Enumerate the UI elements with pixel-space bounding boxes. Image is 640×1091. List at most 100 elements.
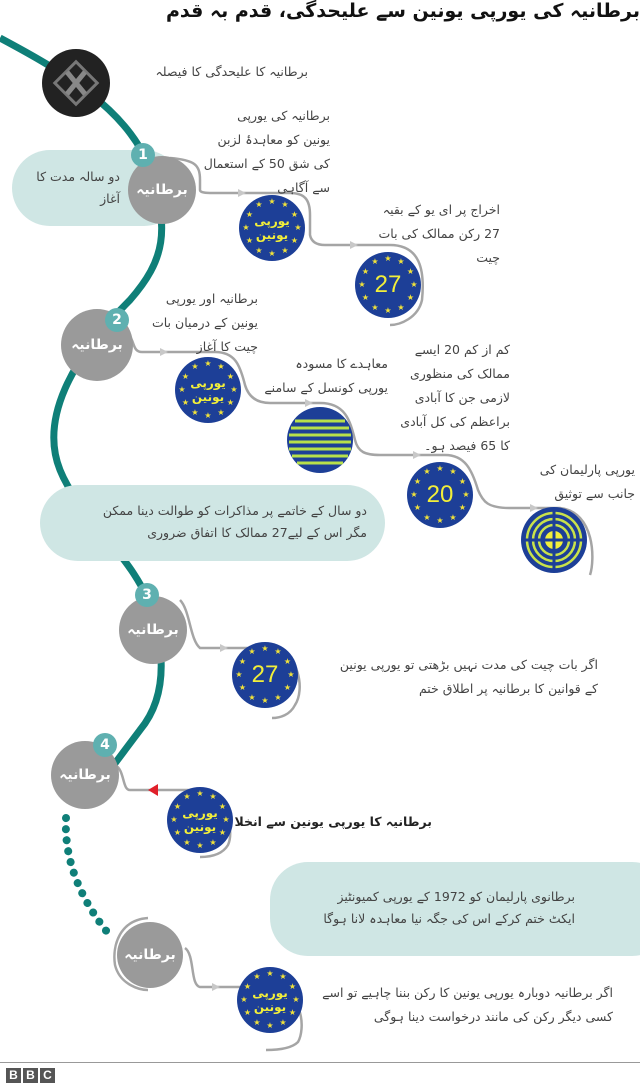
star-icon: ★ [204, 411, 212, 420]
note-twenty: کم از کم 20 ایسے ممالک کی منظوری لازمی ج… [400, 342, 510, 453]
star-icon: ★ [245, 210, 254, 219]
logo-letter: B [23, 1068, 38, 1083]
star-icon: ★ [222, 815, 230, 824]
star-icon: ★ [279, 972, 287, 982]
star-icon: ★ [283, 657, 292, 666]
eu-circle: یورپی یونین ★★★★★★★★★★★★ [167, 787, 233, 853]
eu-label: یونین [183, 820, 217, 834]
connector-1 [169, 156, 424, 327]
uk-circle-3: برطانیہ [119, 596, 187, 664]
star-icon: ★ [240, 995, 248, 1004]
star-icon: ★ [449, 512, 457, 522]
arrow-icon [160, 348, 168, 356]
star-icon: ★ [183, 792, 191, 802]
arrow-icon [413, 451, 421, 459]
uk-circle-1: برطانیہ [128, 156, 196, 224]
uk-circle-5: برطانیہ [117, 922, 183, 988]
dotted-timeline [61, 814, 116, 942]
eu-number: 27 [374, 271, 402, 298]
page-title: برطانیہ کی یورپی یونین سے علیحدگی، قدم ب… [166, 0, 640, 22]
arrow-icon [305, 399, 313, 407]
star-icon: ★ [242, 223, 250, 232]
star-icon: ★ [274, 692, 282, 702]
eu-20-circle: 20 ★★★★★★★★★★★★ [407, 462, 473, 528]
note-draft: معاہدے کا مسودہ یورپی کونسل کے سامنے [264, 356, 388, 395]
logo-letter: B [6, 1068, 21, 1083]
star-icon: ★ [423, 512, 431, 522]
star-icon: ★ [413, 503, 422, 512]
eu-label: یونین [191, 390, 225, 404]
star-icon: ★ [371, 302, 379, 312]
star-icon: ★ [196, 841, 204, 850]
logo-letter: C [40, 1068, 55, 1083]
star-icon: ★ [261, 696, 269, 705]
eu-27-circle: 27 ★★★★★★★★★★★★ [355, 252, 421, 318]
eu-label: یورپی [182, 806, 218, 820]
star-icon: ★ [397, 257, 405, 267]
star-icon: ★ [266, 969, 274, 978]
star-icon: ★ [204, 359, 212, 368]
star-icon: ★ [283, 683, 292, 692]
note-withdrawal: برطانیہ کا یورپی یونین سے انخلا [234, 814, 432, 829]
arrow-icon [530, 504, 538, 512]
star-icon: ★ [458, 503, 467, 512]
star-icon: ★ [217, 362, 225, 372]
eu-number: 20 [426, 481, 454, 508]
star-icon: ★ [423, 467, 431, 477]
pill-extension-text: دو سال کے خاتمے پر مذاکرات کو طوالت دینا… [102, 503, 367, 540]
star-icon: ★ [173, 828, 182, 837]
arrow-icon [238, 189, 246, 197]
star-icon: ★ [217, 407, 225, 417]
star-icon: ★ [253, 972, 261, 982]
star-icon: ★ [384, 306, 392, 315]
eu-label: یونین [253, 1000, 287, 1014]
star-icon: ★ [230, 385, 238, 394]
star-icon: ★ [361, 267, 370, 276]
star-icon: ★ [290, 236, 299, 245]
note-laws-end: اگر بات چیت کی مدت نہیں بڑھتی تو یورپی ی… [339, 657, 598, 696]
decision-icon [42, 49, 110, 117]
star-icon: ★ [287, 670, 295, 679]
step-badge-3: 3 [135, 583, 159, 607]
star-icon: ★ [178, 385, 186, 394]
star-icon: ★ [183, 837, 191, 847]
eu-parliament-icon [521, 507, 587, 573]
star-icon: ★ [218, 828, 227, 837]
pill-extension: دو سال کے خاتمے پر مذاکرات کو طوالت دینا… [40, 485, 385, 561]
arrow-icon [212, 983, 220, 991]
star-icon: ★ [358, 280, 366, 289]
eu-label: یونین [255, 228, 289, 242]
star-icon: ★ [294, 223, 302, 232]
star-icon: ★ [449, 467, 457, 477]
star-icon: ★ [196, 789, 204, 798]
star-icon: ★ [238, 683, 247, 692]
ballot-x-icon [52, 59, 100, 107]
eu-label: یورپی [190, 376, 226, 390]
star-icon: ★ [371, 257, 379, 267]
star-icon: ★ [274, 647, 282, 657]
star-icon: ★ [218, 802, 227, 811]
pill-act1972: برطانوی پارلیمان کو 1972 کے یورپی کمیونٹ… [270, 862, 640, 956]
star-icon: ★ [248, 647, 256, 657]
star-icon: ★ [410, 490, 418, 499]
note-parliament: یورپی پارلیمان کی جانب سے توثیق [539, 462, 635, 501]
star-icon: ★ [281, 200, 289, 210]
note-article50: برطانیہ کی یورپی یونین کو معاہدۂ لزبن کی… [203, 108, 330, 195]
eu-council-icon [287, 407, 353, 473]
star-icon: ★ [384, 254, 392, 263]
uk-circle-2: برطانیہ [61, 309, 133, 381]
star-icon: ★ [292, 995, 300, 1004]
pill-two-year-text: دو سالہ مدت کا آغاز [36, 169, 120, 206]
star-icon: ★ [406, 267, 415, 276]
star-icon: ★ [191, 362, 199, 372]
red-arrow-icon [148, 784, 158, 796]
star-icon: ★ [261, 644, 269, 653]
bbc-logo: B B C [6, 1068, 55, 1083]
pill-act1972-text: برطانوی پارلیمان کو 1972 کے یورپی کمیونٹ… [323, 889, 575, 926]
star-icon: ★ [361, 293, 370, 302]
note-rejoin: اگر برطانیہ دوبارہ یورپی یونین کا رکن بن… [322, 985, 613, 1024]
footer-divider [0, 1062, 640, 1063]
step-badge-1: 1 [131, 143, 155, 167]
star-icon: ★ [209, 792, 217, 802]
arrow-icon [350, 241, 358, 249]
